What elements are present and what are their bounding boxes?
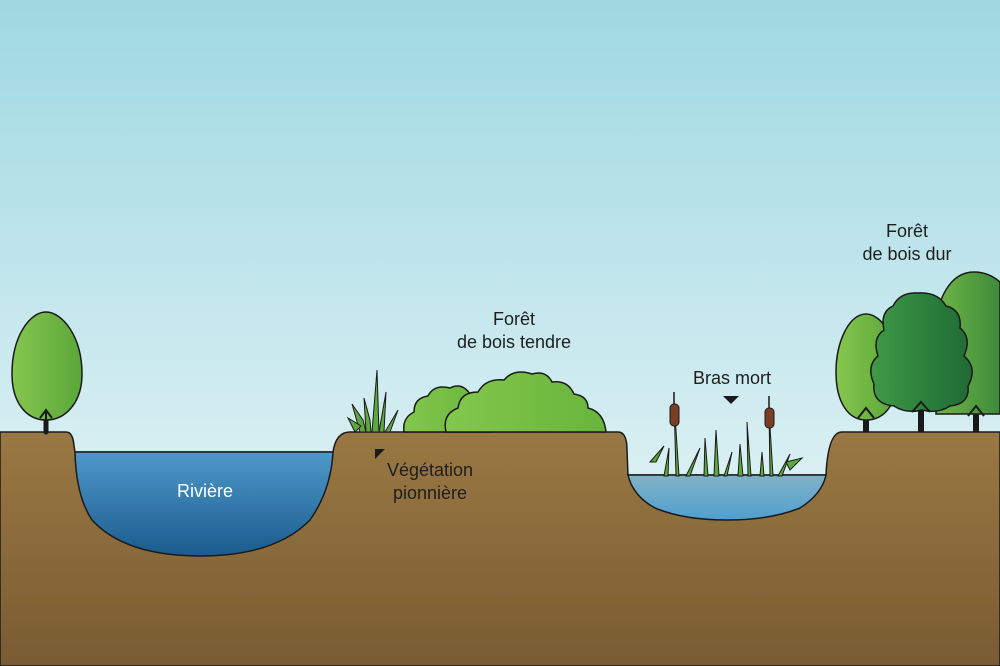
oxbow-label-text: Bras mort — [692, 368, 771, 388]
oxbow-water — [627, 474, 827, 521]
softwood-bushes — [402, 371, 607, 433]
river-label-text: Rivière — [176, 481, 233, 501]
pioneer-reeds — [346, 369, 399, 433]
pioneer-vegetation-line-1: Végétation — [386, 460, 474, 480]
oxbow-reeds — [648, 399, 804, 477]
pioneer-vegetation-line-2: pionnière — [392, 483, 468, 503]
left-tree — [11, 311, 83, 435]
hardwood-forest-label: Forêt de bois dur — [842, 220, 972, 266]
oxbow-label: Bras mort — [672, 367, 792, 390]
hardwood-trees — [835, 271, 1000, 432]
river-water — [74, 451, 334, 557]
river-label: Rivière — [150, 480, 260, 503]
hardwood-forest-line-1: Forêt — [885, 221, 928, 241]
pioneer-vegetation-label: Végétation pionnière — [365, 459, 495, 505]
hardwood-forest-line-2: de bois dur — [862, 244, 952, 264]
softwood-forest-line-2: de bois tendre — [456, 332, 572, 352]
oxbow-pointer — [723, 396, 739, 404]
softwood-forest-label: Forêt de bois tendre — [434, 308, 594, 354]
softwood-forest-line-1: Forêt — [492, 309, 535, 329]
cattail-right — [764, 396, 775, 429]
pioneer-pointer — [375, 449, 385, 459]
cattail-left — [669, 392, 680, 427]
